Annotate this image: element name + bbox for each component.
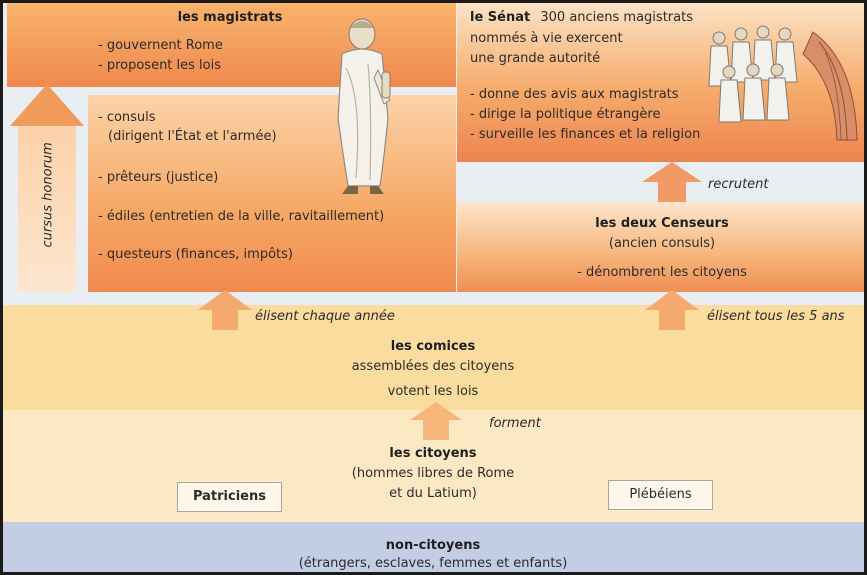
senat-desc-3: une grande autorité	[470, 51, 601, 66]
magistrats-line-2: - proposent les lois	[98, 58, 221, 73]
senat-role-3: - surveille les finances et la religion	[470, 127, 701, 142]
magistrats-offices-box	[88, 95, 456, 292]
elisent-annee-label: élisent chaque année	[255, 309, 395, 324]
office-consuls-desc: (dirigent l'État et l'armée)	[108, 129, 277, 144]
senat-role-2: - dirige la politique étrangère	[470, 107, 661, 122]
senat-title: le Sénat	[470, 10, 531, 25]
office-consuls: - consuls	[98, 110, 156, 125]
senat-header-line: le Sénat 300 anciens magistrats	[470, 10, 693, 25]
plebeiens-badge: Plébéiens	[608, 480, 713, 510]
cursus-honorum-label: cursus honorum	[40, 142, 56, 248]
censeurs-role: - dénombrent les citoyens	[577, 265, 747, 280]
elisent-5ans-label: élisent tous les 5 ans	[707, 309, 845, 324]
citoyens-title: les citoyens	[389, 446, 477, 461]
comices-role: votent les lois	[387, 384, 479, 399]
elisent-5ans-arrow-icon	[645, 290, 699, 330]
comices-band	[0, 305, 867, 410]
forment-arrow-icon	[410, 402, 462, 440]
censeurs-box	[457, 202, 867, 292]
citoyens-line-1: (hommes libres de Rome	[351, 466, 515, 481]
office-ediles: - édiles (entretien de la ville, ravitai…	[98, 209, 385, 224]
elisent-annee-arrow-icon	[198, 290, 252, 330]
cursus-honorum-bar	[18, 125, 76, 292]
non-citoyens-title: non-citoyens	[385, 538, 481, 553]
forment-label: forment	[489, 416, 541, 431]
senat-desc-2: nommés à vie exercent	[470, 31, 623, 46]
senat-role-1: - donne des avis aux magistrats	[470, 87, 679, 102]
magistrate-statue-icon	[337, 18, 391, 194]
patriciens-badge: Patriciens	[177, 482, 282, 512]
office-questeurs: - questeurs (finances, impôts)	[98, 247, 293, 262]
cursus-arrow-head-icon	[10, 84, 84, 126]
censeurs-subtitle: (ancien consuls)	[608, 236, 716, 251]
recrutent-label: recrutent	[708, 177, 769, 192]
comices-title: les comices	[390, 339, 476, 354]
citoyens-line-2: et du Latium)	[389, 486, 477, 501]
senat-box	[457, 0, 867, 162]
senators-illustration-icon	[708, 25, 858, 141]
office-preteurs: - prêteurs (justice)	[98, 170, 219, 185]
non-citoyens-line-1: (étrangers, esclaves, femmes et enfants)	[298, 556, 568, 571]
magistrats-title: les magistrats	[177, 10, 283, 25]
censeurs-title: les deux Censeurs	[595, 216, 729, 231]
comices-subtitle: assemblées des citoyens	[351, 359, 515, 374]
non-citoyens-band	[0, 522, 867, 575]
senat-desc-1: 300 anciens magistrats	[540, 10, 693, 25]
magistrats-line-1: - gouvernent Rome	[98, 38, 223, 53]
recrutent-arrow-icon	[642, 162, 702, 204]
